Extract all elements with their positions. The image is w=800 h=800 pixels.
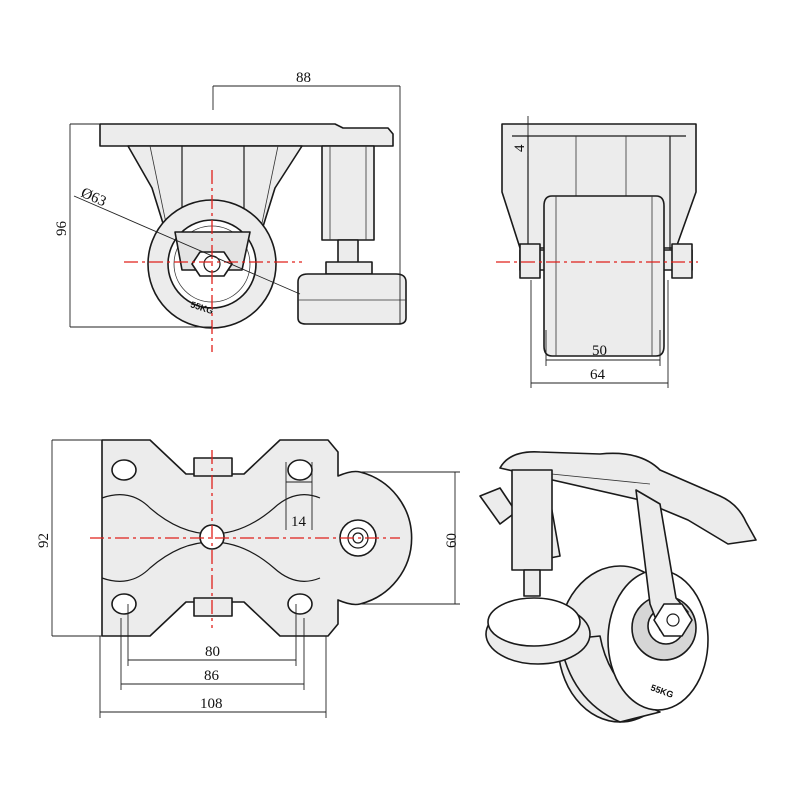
dim-side-overall-width: 64 [590,367,606,383]
front-foot-stem [337,239,359,265]
plan-hole-bottom-right [287,593,313,615]
front-top-plate [99,123,394,147]
plan-top-plate [101,439,413,637]
dim-front-height: 96 [54,221,70,237]
dim-side-wheel-width: 50 [592,343,607,359]
dim-wheel-diameter: Ø63 [78,185,108,210]
plan-view: 92 14 60 80 86 108 [36,439,460,718]
isometric-view: 55KG [479,451,757,723]
front-foot-nut [325,261,373,275]
side-wheel [543,195,665,357]
dim-side-top-offset: 4 [512,144,528,152]
front-foot-spindle [321,145,375,241]
iso-mounting-plate [499,451,757,545]
front-view: 55KG 88 96 Ø63 [54,70,407,352]
dim-front-mount-width: 88 [296,70,311,86]
plan-axle-head-bottom [193,597,233,617]
plan-hole-bottom-left [111,593,137,615]
dim-plan-pad-width: 60 [444,533,460,548]
dim-plan-hole-spacing: 80 [205,644,220,660]
plan-hole-top-right [287,459,313,481]
iso-foot-stem [523,569,541,597]
front-foot-pad [297,273,407,325]
dim-plan-inner-width: 86 [204,668,220,684]
dim-plan-overall-length: 108 [200,696,223,712]
plan-axle-head-top [193,457,233,477]
iso-foot-spindle [511,469,553,571]
iso-axle-nut [653,603,693,637]
side-view: 4 50 64 [496,116,698,388]
dim-plan-height: 92 [36,533,52,548]
dim-plan-slot-offset: 14 [291,514,307,530]
iso-plate-flange [479,487,517,525]
plan-hole-top-left [111,459,137,481]
